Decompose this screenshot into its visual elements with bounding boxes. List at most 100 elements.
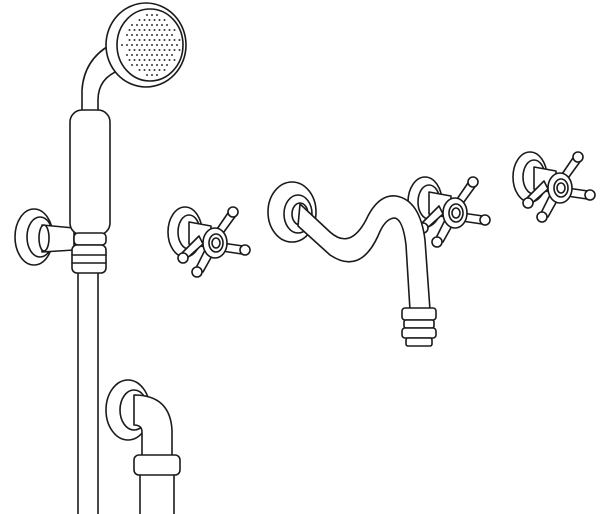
nozzle-dot xyxy=(156,34,158,36)
nozzle-dot xyxy=(143,19,146,21)
nozzle-dot xyxy=(136,24,138,26)
nozzle-dot xyxy=(151,24,153,26)
nozzle-dot xyxy=(141,24,143,26)
nozzle-dot xyxy=(131,54,133,56)
nozzle-dot xyxy=(173,49,176,51)
nozzle-dot xyxy=(176,44,178,46)
nozzle-dot xyxy=(138,49,141,51)
nozzle-dot xyxy=(141,44,143,46)
nozzle-dot xyxy=(151,74,153,76)
nozzle-dot xyxy=(146,74,148,76)
nozzle-dot xyxy=(138,59,141,61)
nozzle-dot xyxy=(131,34,133,36)
nozzle-dot xyxy=(146,54,148,56)
cross-handle-valve xyxy=(167,206,251,278)
hand-shower xyxy=(69,2,187,274)
nozzle-dot xyxy=(168,59,171,61)
nozzle-dot xyxy=(151,54,153,56)
wall-outlet-elbow xyxy=(105,379,181,514)
nozzle-dot xyxy=(126,54,128,56)
nozzle-dot xyxy=(148,19,151,21)
nozzle-dot xyxy=(166,44,168,46)
nozzle-dot xyxy=(151,34,153,36)
nozzle-dot xyxy=(133,39,136,41)
nozzle-dot xyxy=(151,14,153,16)
nozzle-dot xyxy=(173,29,176,31)
nozzle-dot xyxy=(153,49,156,51)
nozzle-dot xyxy=(143,59,146,61)
nozzle-dot xyxy=(158,69,161,71)
nozzle-dot xyxy=(148,39,151,41)
nozzle-dot xyxy=(166,64,168,66)
nozzle-dot xyxy=(158,19,161,21)
nozzle-dot xyxy=(143,39,146,41)
nozzle-dot xyxy=(131,64,133,66)
nozzle-dot xyxy=(148,49,151,51)
nozzle-dot xyxy=(148,59,151,61)
nozzle-dot xyxy=(156,64,158,66)
nozzle-dot xyxy=(121,44,123,46)
nozzle-dot xyxy=(161,54,163,56)
nozzle-dot xyxy=(153,19,156,21)
nozzle-dot xyxy=(161,24,163,26)
nozzle-dot xyxy=(151,64,153,66)
nozzle-dot xyxy=(156,74,158,76)
nozzle-dot xyxy=(158,49,161,51)
hand-shower-wall-bracket xyxy=(14,208,75,266)
nozzle-dot xyxy=(156,24,158,26)
nozzle-dot xyxy=(168,49,171,51)
nozzle-dot xyxy=(153,69,156,71)
wall-spout xyxy=(267,181,437,347)
nozzle-dot xyxy=(163,19,166,21)
nozzle-dot xyxy=(148,69,151,71)
nozzle-dot xyxy=(168,29,171,31)
nozzle-dot xyxy=(168,39,171,41)
nozzle-dot xyxy=(178,39,181,41)
nozzle-dot xyxy=(133,29,136,31)
nozzle-dot xyxy=(141,64,143,66)
nozzle-dot xyxy=(153,29,156,31)
nozzle-dot xyxy=(136,64,138,66)
nozzle-dot xyxy=(156,14,158,16)
nozzle-dot xyxy=(166,24,168,26)
nozzle-dot xyxy=(163,49,166,51)
nozzle-dot xyxy=(133,59,136,61)
nozzle-dot xyxy=(126,34,128,36)
nozzle-dot xyxy=(156,44,158,46)
nozzle-dot xyxy=(163,69,166,71)
nozzle-dot xyxy=(158,39,161,41)
nozzle-dot xyxy=(153,59,156,61)
nozzle-dot xyxy=(171,34,173,36)
nozzle-dot xyxy=(151,44,153,46)
nozzle-dot xyxy=(128,39,131,41)
nozzle-dot xyxy=(136,44,138,46)
nozzle-dot xyxy=(178,49,181,51)
nozzle-dot xyxy=(163,59,166,61)
nozzle-dot xyxy=(141,54,143,56)
nozzle-dot xyxy=(148,29,151,31)
cross-handle-valve xyxy=(512,151,596,223)
shower-nozzles xyxy=(121,14,181,76)
nozzle-dot xyxy=(126,44,128,46)
shower-hose xyxy=(77,269,99,514)
nozzle-dot xyxy=(138,19,141,21)
nozzle-dot xyxy=(171,44,173,46)
nozzle-dot xyxy=(138,69,141,71)
nozzle-dot xyxy=(173,59,176,61)
nozzle-dot xyxy=(138,29,141,31)
nozzle-dot xyxy=(128,59,131,61)
nozzle-dot xyxy=(158,59,161,61)
nozzle-dot xyxy=(131,24,133,26)
nozzle-dot xyxy=(143,29,146,31)
nozzle-dot xyxy=(146,14,148,16)
nozzle-dot xyxy=(146,34,148,36)
nozzle-dot xyxy=(166,54,168,56)
nozzle-dot xyxy=(146,64,148,66)
nozzle-dot xyxy=(128,29,131,31)
nozzle-dot xyxy=(136,54,138,56)
nozzle-dot xyxy=(163,29,166,31)
nozzle-dot xyxy=(143,49,146,51)
nozzle-dot xyxy=(143,69,146,71)
nozzle-dot xyxy=(163,39,166,41)
